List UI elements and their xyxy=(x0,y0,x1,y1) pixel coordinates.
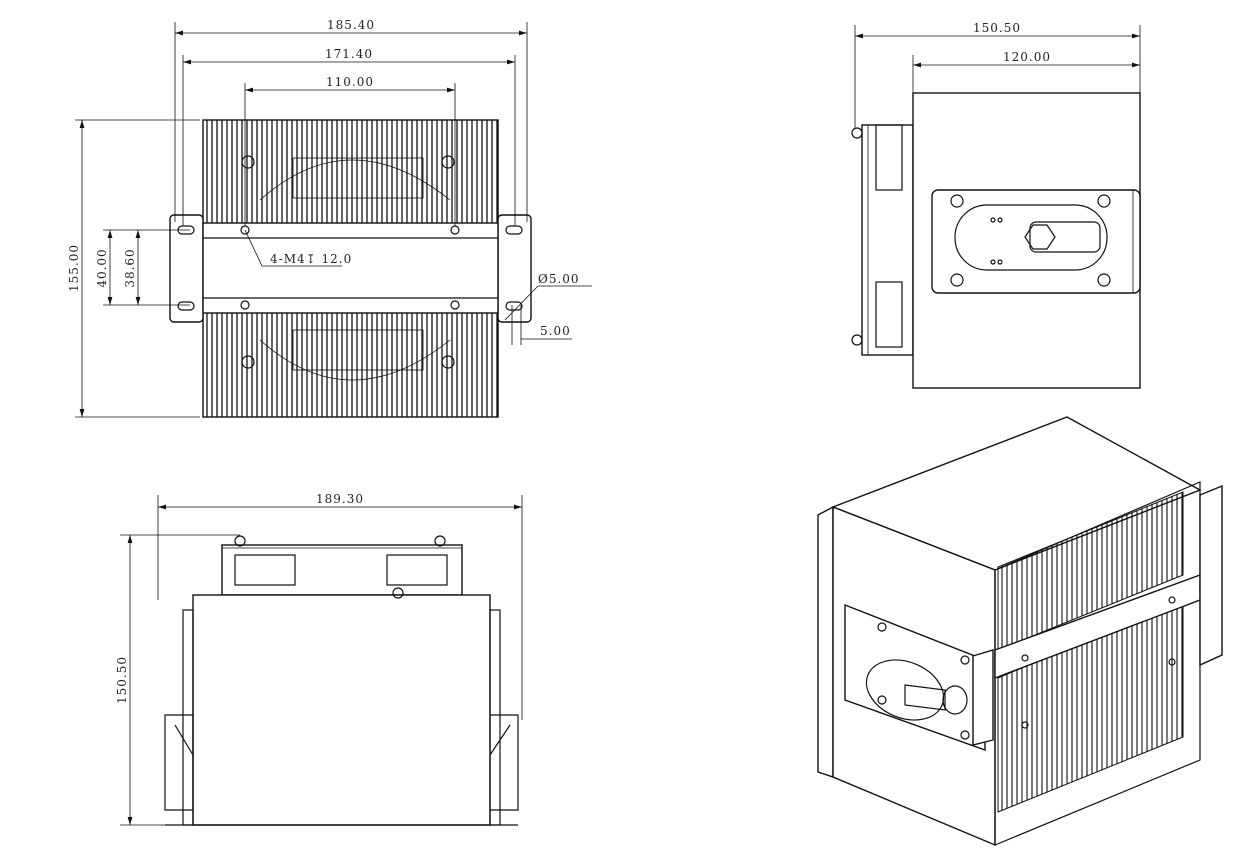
isometric-view xyxy=(817,416,1223,847)
mounting-band xyxy=(202,222,499,314)
fan-outline xyxy=(241,155,455,381)
side-view: 150.50 120.00 xyxy=(851,21,1141,389)
dim-slot-pitch: 40.00 xyxy=(95,248,109,287)
housing-front xyxy=(192,594,491,826)
front-view: 189.30 150.50 xyxy=(115,492,523,826)
dim-overall-width: 185.40 xyxy=(327,18,375,32)
iso-connector-panel xyxy=(844,603,986,751)
dim-hole-span: 110.00 xyxy=(326,75,374,89)
dim-height: 155.00 xyxy=(67,244,81,292)
top-view: 185.40 171.40 110.00 155.00 40.00 38.60 … xyxy=(67,18,592,418)
fan-top xyxy=(221,544,463,596)
iso-fan-plate xyxy=(817,505,834,778)
dim-front-height: 150.50 xyxy=(115,656,129,704)
dim-tapped-holes: 4-M4↧ 12.0 xyxy=(270,252,352,266)
fan-plate xyxy=(861,124,914,356)
dim-slot-span: 171.40 xyxy=(325,47,373,61)
dim-hole-pitch: 38.60 xyxy=(123,248,137,287)
dim-body-depth: 120.00 xyxy=(1003,50,1051,64)
dim-overall-depth: 150.50 xyxy=(973,21,1021,35)
left-bracket xyxy=(169,214,204,323)
dim-slot-diameter: Ø5.00 xyxy=(538,272,580,286)
dim-slot-offset: 5.00 xyxy=(540,324,571,338)
right-bracket xyxy=(497,214,532,323)
dim-front-width: 189.30 xyxy=(316,492,364,506)
